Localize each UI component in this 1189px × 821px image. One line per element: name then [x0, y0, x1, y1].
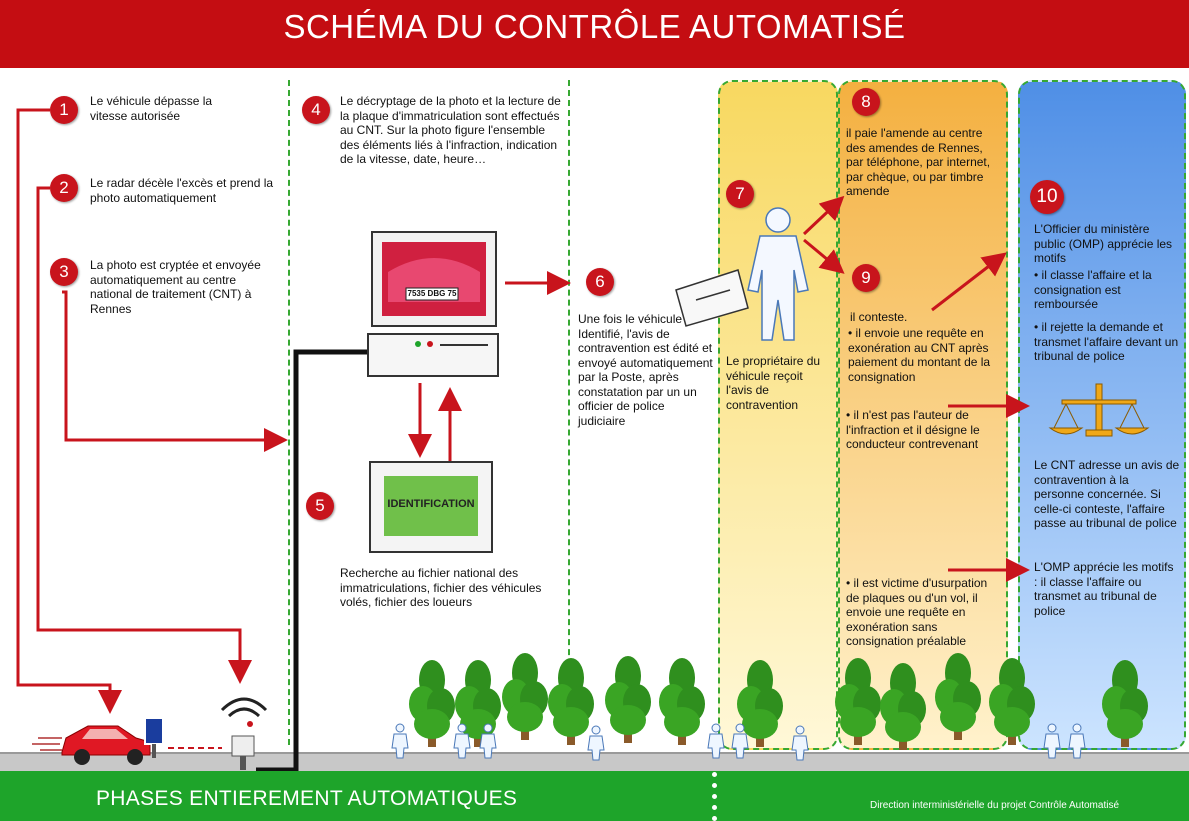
title-bar: [0, 0, 1189, 68]
speed-sign: [144, 717, 164, 758]
step-7-text: Le propriétaire du véhicule reçoit l'avi…: [726, 354, 821, 412]
step-5-text: Recherche au fichier national des immatr…: [340, 566, 542, 609]
envelope-icon: [675, 269, 749, 327]
page-title: SCHÉMA DU CONTRÔLE AUTOMATISÉ: [283, 8, 906, 45]
separator-1: [288, 80, 290, 745]
credit-text: Direction interministérielle du projet C…: [870, 800, 1120, 811]
footer-bar: [0, 771, 1189, 821]
step-2-badge: 2: [50, 174, 78, 202]
step-8-badge: 8: [852, 88, 880, 116]
step-9-badge: 9: [852, 264, 880, 292]
contest-option-3: • il est victime d'usurpation de plaques…: [846, 576, 988, 648]
step-8-text: il paie l'amende au centre des amendes d…: [846, 126, 991, 198]
trees: [409, 653, 1148, 750]
contest-option-1: • il envoie une requête en exonération a…: [848, 326, 991, 384]
step-1-text: Le véhicule dépasse la vitesse autorisée: [90, 94, 213, 123]
separator-2: [568, 80, 570, 745]
license-plate: 7535 DBG 75: [407, 289, 457, 298]
step-3-text: La photo est cryptée et envoyée automati…: [90, 258, 261, 316]
step-4-badge: 4: [302, 96, 330, 124]
step-1-badge: 1: [50, 96, 78, 124]
step-10-badge: 10: [1030, 180, 1064, 214]
owner-figure: [747, 207, 809, 341]
step-2-text: Le radar décèle l'excès et prend la phot…: [90, 176, 274, 205]
step-3-badge: 3: [50, 258, 78, 286]
cnt-note: Le CNT adresse un avis de contravention …: [1034, 458, 1180, 530]
footer-divider: [712, 772, 717, 821]
step-10-text: L'Officier du ministère public (OMP) app…: [1034, 222, 1173, 265]
step-4-text: Le décryptage de la photo et la lecture …: [340, 94, 561, 166]
step-7-badge: 7: [726, 180, 754, 208]
scales-of-justice-icon: [1048, 383, 1150, 437]
radar: [220, 697, 268, 770]
omp-note: L'OMP apprécie les motifs : il classe l'…: [1034, 560, 1174, 618]
contest-option-2: • il n'est pas l'auteur de l'infraction …: [846, 408, 980, 451]
identification-terminal: [369, 461, 493, 553]
computer: [367, 231, 499, 377]
omp-decision-2: • il rejette la demande et transmet l'af…: [1034, 320, 1179, 363]
footer-title: PHASES ENTIEREMENT AUTOMATIQUES: [96, 787, 518, 810]
car: [32, 725, 151, 765]
omp-decision-1: • il classe l'affaire et la consignation…: [1034, 268, 1152, 311]
step-6-badge: 6: [586, 268, 614, 296]
step-6-text: Une fois le véhicule Identifié, l'avis d…: [578, 312, 713, 428]
step-9-text: il conteste.: [850, 310, 908, 324]
identification-label: IDENTIFICATION: [387, 498, 475, 510]
step-5-badge: 5: [306, 492, 334, 520]
